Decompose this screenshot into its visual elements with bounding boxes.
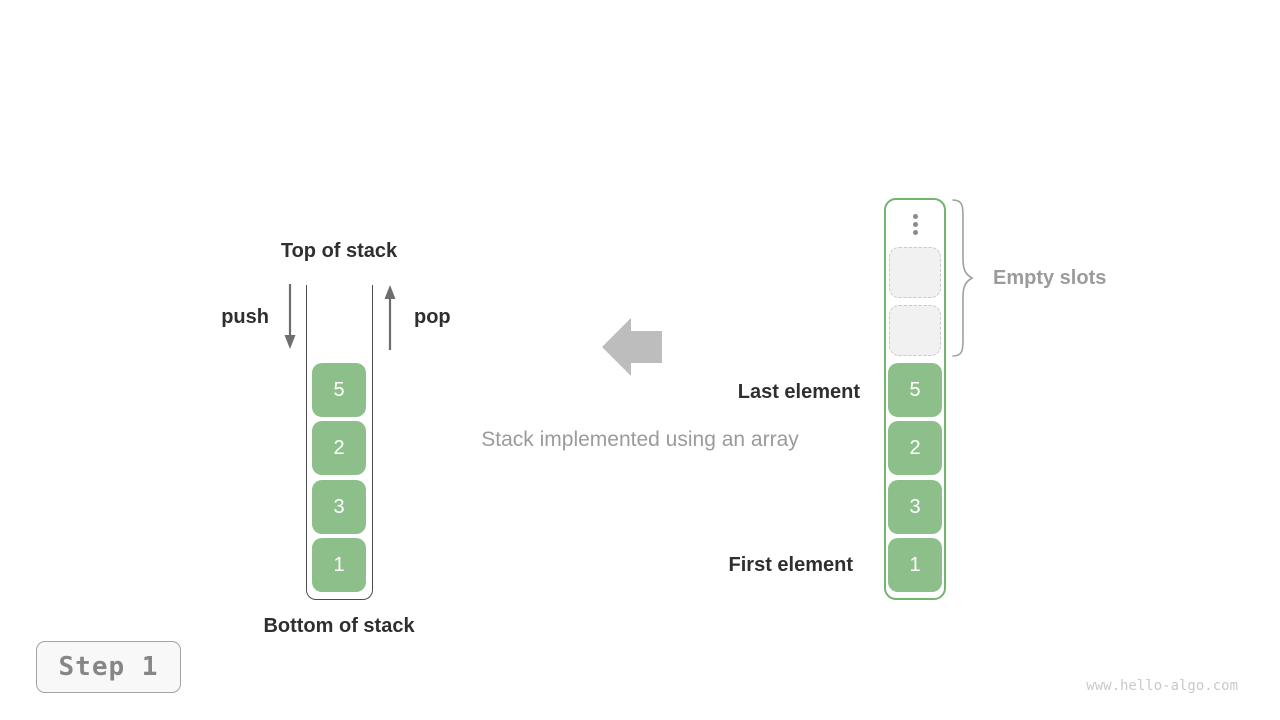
push-label: push xyxy=(221,306,269,328)
step-badge-label: Step 1 xyxy=(58,652,159,682)
step-badge: Step 1 xyxy=(36,641,181,693)
array-cell: 2 xyxy=(888,421,942,475)
watermark: www.hello-algo.com xyxy=(1086,678,1238,694)
dot xyxy=(913,230,918,235)
empty-slot xyxy=(889,305,941,356)
array-cell: 5 xyxy=(888,363,942,417)
curly-brace-icon xyxy=(952,199,974,357)
pop-label: pop xyxy=(414,306,451,328)
top-of-stack-label: Top of stack xyxy=(280,240,398,262)
left-block-arrow-icon xyxy=(602,318,662,376)
array-cell: 1 xyxy=(888,538,942,592)
stack-cell: 5 xyxy=(312,363,366,417)
empty-slots-label: Empty slots xyxy=(993,267,1107,289)
stack-cell: 3 xyxy=(312,480,366,534)
empty-slot xyxy=(889,247,941,298)
diagram-caption: Stack implemented using an array xyxy=(481,428,799,451)
last-element-label: Last element xyxy=(737,381,860,403)
first-element-label: First element xyxy=(728,554,853,576)
vertical-ellipsis-icon xyxy=(913,214,918,235)
array-cell: 3 xyxy=(888,480,942,534)
pop-up-arrow-icon xyxy=(384,285,396,350)
stack-cell: 2 xyxy=(312,421,366,475)
bottom-of-stack-label: Bottom of stack xyxy=(263,615,415,637)
stack-cell: 1 xyxy=(312,538,366,592)
dot xyxy=(913,214,918,219)
dot xyxy=(913,222,918,227)
push-down-arrow-icon xyxy=(284,284,296,349)
